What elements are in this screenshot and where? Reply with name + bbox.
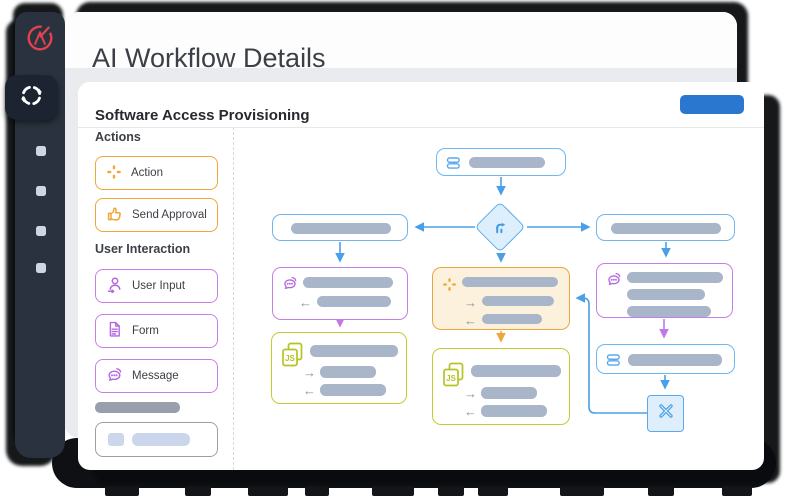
background-window-header: AI Workflow Details [65, 12, 737, 73]
shadow-notch [648, 486, 674, 496]
message-icon [605, 271, 623, 293]
list-icon [445, 155, 462, 176]
shadow-notch [248, 486, 288, 496]
palette-item-label: Form [132, 325, 159, 337]
placeholder-bar [469, 157, 545, 168]
action-plus-icon [441, 276, 458, 298]
placeholder-bar [627, 272, 723, 283]
shadow-notch [372, 486, 414, 496]
node-center-script[interactable]: JS → ← [432, 348, 570, 425]
message-icon [105, 366, 124, 387]
svg-text:JS: JS [446, 374, 456, 383]
sidebar-menu-item[interactable] [36, 186, 46, 196]
placeholder-bar [482, 296, 554, 306]
sidebar-menu-item[interactable] [36, 226, 46, 236]
placeholder-bar [291, 223, 391, 234]
palette-item-message[interactable]: Message [95, 359, 218, 393]
arrow-left-glyph: ← [464, 404, 477, 419]
arrow-right-glyph: → [464, 295, 477, 310]
node-left-task[interactable] [272, 214, 408, 241]
list-icon [605, 352, 622, 373]
svg-text:JS: JS [285, 354, 295, 363]
shadow-notch [305, 486, 329, 496]
node-right-task[interactable] [596, 214, 735, 241]
palette-item-action[interactable]: Action [95, 156, 218, 190]
node-merge-x[interactable] [647, 395, 684, 432]
placeholder-bar [320, 384, 386, 396]
x-merge-icon [656, 401, 676, 426]
shadow-notch [478, 486, 508, 496]
arrow-right-glyph: → [303, 365, 316, 380]
js-file-icon: JS [280, 341, 306, 374]
placeholder-bar [482, 314, 542, 324]
form-icon [105, 320, 124, 342]
ansible-logo-icon [25, 23, 55, 53]
node-start-task[interactable] [436, 148, 566, 176]
workflow-title: Software Access Provisioning [95, 107, 310, 125]
sidebar-item-workflows-active[interactable] [5, 75, 58, 120]
shadow-notch [560, 486, 604, 496]
placeholder-bar [471, 365, 561, 377]
palette-item-form[interactable]: Form [95, 314, 218, 348]
node-right-message[interactable] [596, 263, 733, 318]
palette-item-label: Send Approval [132, 209, 207, 221]
js-file-icon: JS [441, 361, 467, 394]
palette-item-user-input[interactable]: User Input [95, 269, 218, 303]
arrow-left-glyph: ← [464, 313, 477, 328]
placeholder-bar [132, 433, 190, 446]
node-action-step[interactable]: → ← [432, 267, 570, 330]
placeholder-square [108, 433, 124, 446]
placeholder-bar [628, 354, 722, 366]
panel-primary-button[interactable] [680, 95, 744, 114]
placeholder-bar [303, 277, 393, 288]
message-icon [281, 275, 299, 297]
workflow-panel-header: Software Access Provisioning [78, 82, 764, 128]
arrow-right-glyph: → [464, 386, 477, 401]
palette-canvas-divider [233, 127, 234, 470]
node-right-list-task[interactable] [596, 344, 735, 374]
sidebar-menu-item[interactable] [36, 263, 46, 273]
palette-section-title-user-interaction: User Interaction [95, 242, 191, 256]
palette-placeholder-button[interactable] [95, 422, 218, 457]
placeholder-bar [481, 405, 547, 417]
placeholder-bar [462, 277, 558, 287]
placeholder-bar [481, 387, 537, 399]
arrow-left-glyph: ← [303, 383, 316, 398]
thumbs-up-icon [105, 204, 124, 226]
shadow-notch [438, 486, 464, 496]
placeholder-bar [611, 223, 721, 234]
workflow-panel: Software Access Provisioning Actions Act… [78, 82, 764, 470]
shadow-notch [722, 486, 752, 496]
shadow-notch [185, 486, 211, 496]
sidebar-menu-item[interactable] [36, 146, 46, 156]
page-title: AI Workflow Details [92, 43, 326, 74]
palette-item-send-approval[interactable]: Send Approval [95, 198, 218, 232]
shadow-notch [105, 486, 139, 496]
placeholder-bar [627, 306, 711, 317]
placeholder-bar [317, 296, 391, 307]
action-plus-icon [105, 163, 123, 184]
palette-item-label: Message [132, 370, 179, 382]
placeholder-bar [310, 345, 398, 357]
node-left-message[interactable]: ← [272, 267, 408, 320]
placeholder-bar [320, 366, 376, 378]
node-left-script[interactable]: JS → ← [271, 332, 407, 404]
cycle-arrows-icon [18, 82, 45, 114]
palette-placeholder-bar [95, 402, 180, 413]
palette-item-label: User Input [132, 280, 186, 292]
palette-item-label: Action [131, 167, 163, 179]
arrow-left-glyph: ← [299, 295, 312, 310]
branch-icon [491, 218, 509, 236]
placeholder-bar [627, 289, 705, 300]
palette-section-title-actions: Actions [95, 130, 141, 144]
user-input-icon [105, 275, 124, 297]
